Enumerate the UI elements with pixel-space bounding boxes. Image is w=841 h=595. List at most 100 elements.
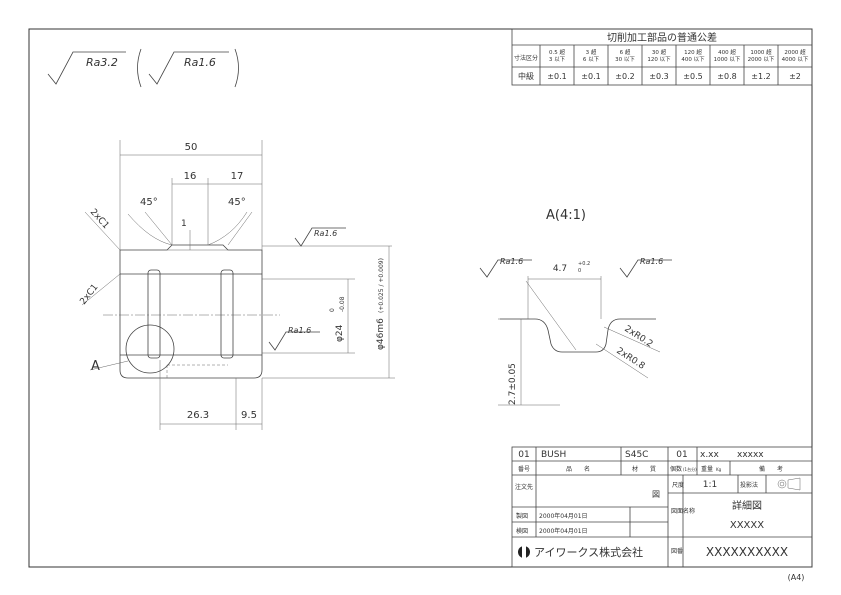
close-paren-mark xyxy=(234,48,239,88)
tolerance-header-label: 寸法区分 xyxy=(514,54,538,62)
roughness-symbol-icon xyxy=(47,51,126,85)
tolerance-value-cell: ±0.5 xyxy=(683,72,702,81)
roughness-other-value: Ra1.6 xyxy=(184,56,216,69)
roughness-symbol-icon xyxy=(619,259,672,278)
detail-view-title: A(4:1) xyxy=(546,208,586,223)
outer-tol-label: (+0.025 / +0.009) xyxy=(378,258,385,313)
tolerance-value-cell: ±0.3 xyxy=(649,72,668,81)
roughness-symbol-icon xyxy=(268,331,320,351)
detail-width: 4.7 xyxy=(553,264,567,274)
detail-width-tol-upper: +0.2 xyxy=(578,261,590,267)
dim-17: 17 xyxy=(231,171,244,182)
tb-scale: 1:1 xyxy=(703,480,717,490)
tolerance-range-cell: 1000 超 xyxy=(750,48,772,56)
tb-weight: x.xx xyxy=(700,450,720,460)
tb-h-weight-sub: Kg xyxy=(716,467,722,472)
tb-h-weight: 重量 xyxy=(701,465,713,473)
bush-outline xyxy=(119,244,263,379)
tolerance-range-cell: 0.5 超 xyxy=(549,48,565,56)
detail-roughness-left: Ra1.6 xyxy=(500,257,523,266)
tolerance-range-cell: 4000 以下 xyxy=(782,56,809,63)
chamfer-side-label: 2xC1 xyxy=(78,283,100,307)
outer-diameter-label: φ46m6 xyxy=(376,318,386,350)
tolerance-range-cell: 120 以下 xyxy=(647,56,671,63)
detail-view-a: A(4:1) 4.7 +0.2 0 Ra1.6 Ra1.6 2.7±0.05 2… xyxy=(479,208,672,406)
roughness-symbol-icon xyxy=(148,51,229,85)
dim-9-5: 9.5 xyxy=(241,410,257,421)
tb-stamp: 図 xyxy=(652,490,660,499)
tolerance-grade-label: 中級 xyxy=(518,71,534,81)
groove-left xyxy=(147,269,161,359)
roughness-symbol-icon xyxy=(294,227,346,247)
open-paren-mark xyxy=(137,48,142,88)
tb-drawing-no: XXXXXXXXXX xyxy=(706,545,788,559)
detail-depth: 2.7±0.05 xyxy=(508,363,518,405)
tb-h-name: 品 名 xyxy=(566,465,590,473)
sheet-size-label: (A4) xyxy=(788,573,805,582)
detail-circle xyxy=(125,324,175,374)
tb-qty: 01 xyxy=(676,450,687,460)
tb-h-drawing-name: 図面名称 xyxy=(671,507,695,515)
tb-part-name: BUSH xyxy=(541,450,566,460)
inner-tol-lower: -0.08 xyxy=(339,296,346,312)
tolerance-value-cell: ±1.2 xyxy=(751,72,770,81)
tolerance-value-cell: ±2 xyxy=(789,72,801,81)
tolerance-range-cell: 3 超 xyxy=(586,48,597,56)
angle-right-45: 45° xyxy=(228,197,246,208)
groove-right xyxy=(220,269,234,359)
tolerance-range-cell: 1000 以下 xyxy=(714,56,741,63)
tolerance-range-cell: 3 以下 xyxy=(549,56,566,63)
roughness-general-value: Ra3.2 xyxy=(86,56,118,69)
tb-h-qty: 個数 xyxy=(670,465,682,473)
tolerance-range-cell: 2000 超 xyxy=(784,48,806,56)
dim-length-50: 50 xyxy=(185,142,198,153)
tolerance-range-cell: 120 超 xyxy=(684,48,702,56)
dim-26-3: 26.3 xyxy=(187,410,209,421)
tb-h-drawn: 製図 xyxy=(516,512,528,520)
main-view: A 50 16 17 45° 45° 1 2xC1 2xC1 Ra1.6 Ra1… xyxy=(78,140,395,430)
tb-checked-date: 2000年04月01日 xyxy=(539,527,588,535)
projection-symbol-icon xyxy=(777,477,801,491)
groove-mark: 1 xyxy=(181,219,187,229)
title-block: 01 BUSH S45C 01 x.xx xxxxx 番号 品 名 材 質 個数… xyxy=(511,446,813,568)
tolerance-range-cell: 6 超 xyxy=(620,48,631,56)
tolerance-value-cell: ±0.1 xyxy=(547,72,566,81)
company-logo-icon xyxy=(518,546,530,558)
tb-h-note: 備 考 xyxy=(759,465,783,473)
tb-h-no: 番号 xyxy=(518,466,530,473)
tb-company: アイワークス株式会社 xyxy=(534,545,643,559)
tb-h-drawing-no: 図番 xyxy=(671,548,683,555)
roughness-inner-label: Ra1.6 xyxy=(288,326,311,335)
tb-drawn-date: 2000年04月01日 xyxy=(539,512,588,520)
tb-h-scale: 尺度 xyxy=(672,481,684,489)
tolerance-range-cell: 400 超 xyxy=(718,48,736,56)
tolerance-values: ±0.1 ±0.1 ±0.2 ±0.3 ±0.5 ±0.8 ±1.2 ±2 xyxy=(547,72,801,81)
groove-profile xyxy=(500,318,656,353)
tolerance-value-cell: ±0.2 xyxy=(615,72,634,81)
tb-h-checked: 検図 xyxy=(516,527,528,535)
angle-left-45: 45° xyxy=(140,197,158,208)
tolerance-value-cell: ±0.1 xyxy=(581,72,600,81)
detail-width-tol-lower: 0 xyxy=(578,268,581,274)
tb-material: S45C xyxy=(625,450,648,460)
general-tolerance-table: 切削加工部品の普通公差 寸法区分 中級 0.5 超3 以下3 超6 以下6 超3… xyxy=(511,28,813,86)
tolerance-range-cell: 400 以下 xyxy=(681,56,705,63)
inner-diameter-label: φ24 xyxy=(335,324,345,342)
tb-drawing-name: 詳細図 xyxy=(732,499,762,512)
tb-part-no: 01 xyxy=(518,450,529,460)
detail-label-a: A xyxy=(91,359,100,374)
roughness-symbol-icon xyxy=(479,259,532,278)
sheet-border xyxy=(28,28,813,568)
tolerance-value-cell: ±0.8 xyxy=(717,72,736,81)
tolerance-range-cell: 30 以下 xyxy=(615,56,635,63)
tolerance-range-cell: 2000 以下 xyxy=(748,56,775,63)
roughness-top-label: Ra1.6 xyxy=(314,229,337,238)
dim-16: 16 xyxy=(184,171,197,182)
tb-h-projection: 投影法 xyxy=(740,481,758,489)
inner-tol-upper: 0 xyxy=(329,308,336,312)
tolerance-range-cell: 30 超 xyxy=(652,48,667,56)
detail-radius-top: 2xR0.2 xyxy=(622,324,654,350)
tb-h-order: 注文先 xyxy=(515,483,533,491)
